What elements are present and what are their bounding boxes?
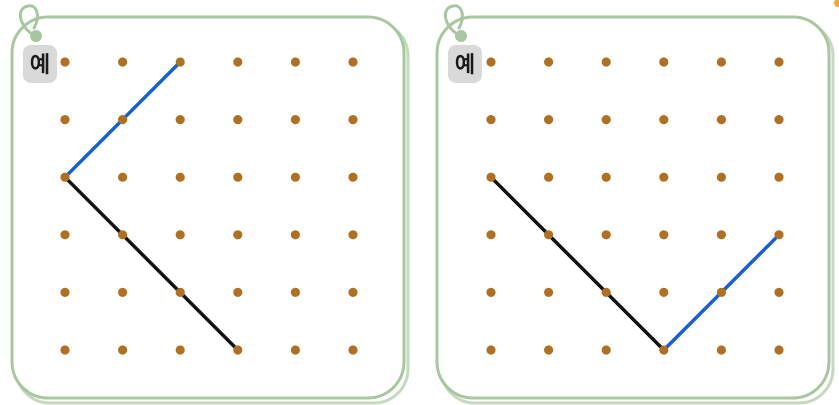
peg-dot (60, 345, 70, 355)
peg-dot (544, 115, 554, 125)
peg-dot (716, 115, 727, 125)
peg-dot (774, 230, 784, 240)
board-frame (435, 15, 831, 400)
segment-black-2 (63, 175, 240, 352)
peg-dot (290, 345, 300, 355)
peg-dot (774, 345, 784, 355)
peg-dot (60, 287, 70, 297)
peg-dot (601, 345, 611, 355)
peg-dot (544, 287, 554, 297)
peg-dot (544, 172, 554, 182)
geoboard-1: 예 (10, 4, 410, 405)
peg-dot (486, 115, 496, 125)
peg-dot (486, 287, 496, 297)
peg-dot (486, 230, 496, 240)
peg-dot (716, 345, 727, 355)
peg-dot (774, 115, 784, 125)
peg-dot (601, 115, 611, 125)
peg-dot (348, 345, 358, 355)
peg-dot (233, 172, 243, 182)
peg-dot (601, 230, 611, 240)
peg-dot (348, 172, 358, 182)
peg-dot (544, 57, 554, 67)
peg-dot (118, 57, 128, 67)
peg-dot (601, 172, 611, 182)
peg-dot (544, 230, 554, 240)
peg-dot (348, 57, 358, 67)
example-badge-label: 예 (30, 53, 50, 78)
peg-dot (716, 57, 727, 67)
peg-dot (716, 230, 727, 240)
geoboard-2: 예 (435, 4, 835, 405)
board-frame (10, 15, 406, 400)
hook-knob-icon (455, 30, 467, 42)
peg-dot (716, 287, 727, 297)
peg-dot (716, 172, 727, 182)
peg-dot (290, 57, 300, 67)
peg-dot (348, 230, 358, 240)
peg-dot (774, 172, 784, 182)
peg-dot (118, 172, 128, 182)
peg-dot (175, 57, 185, 67)
hook-loop-icon (443, 4, 464, 38)
peg-dot (175, 115, 185, 125)
peg-dot (175, 172, 185, 182)
peg-dot (118, 230, 128, 240)
peg-dot (233, 115, 243, 125)
example-badge-label: 예 (455, 53, 475, 78)
peg-dot (348, 287, 358, 297)
peg-dot (60, 230, 70, 240)
peg-dot (659, 57, 669, 67)
peg-dot (659, 172, 669, 182)
peg-dot (118, 345, 128, 355)
peg-dot (175, 230, 185, 240)
peg-dot (486, 172, 496, 182)
peg-dot (348, 115, 358, 125)
peg-dot (659, 115, 669, 125)
peg-dot (659, 345, 669, 355)
peg-dot (60, 57, 70, 67)
peg-dot (601, 57, 611, 67)
peg-dot (175, 345, 185, 355)
peg-dot (601, 287, 611, 297)
peg-dot (659, 287, 669, 297)
peg-dot (233, 230, 243, 240)
hook-knob-icon (30, 30, 42, 42)
peg-dot (290, 230, 300, 240)
peg-dot (233, 57, 243, 67)
peg-dot (118, 115, 128, 125)
peg-dot (659, 230, 669, 240)
corner-accent-icon (834, 0, 839, 7)
peg-dot (544, 345, 554, 355)
peg-dot (290, 172, 300, 182)
peg-dot (233, 345, 243, 355)
peg-dot (774, 57, 784, 67)
peg-dot (486, 345, 496, 355)
peg-dot (175, 287, 185, 297)
peg-dot (774, 287, 784, 297)
segment-black-1 (489, 175, 666, 352)
peg-dot (60, 115, 70, 125)
peg-dot (233, 287, 243, 297)
peg-dot (118, 287, 128, 297)
peg-dot (290, 287, 300, 297)
peg-dot (290, 115, 300, 125)
example-badge (23, 45, 57, 83)
peg-dot (60, 172, 70, 182)
peg-dot (486, 57, 496, 67)
hook-loop-icon (18, 4, 39, 38)
example-badge (448, 45, 482, 83)
